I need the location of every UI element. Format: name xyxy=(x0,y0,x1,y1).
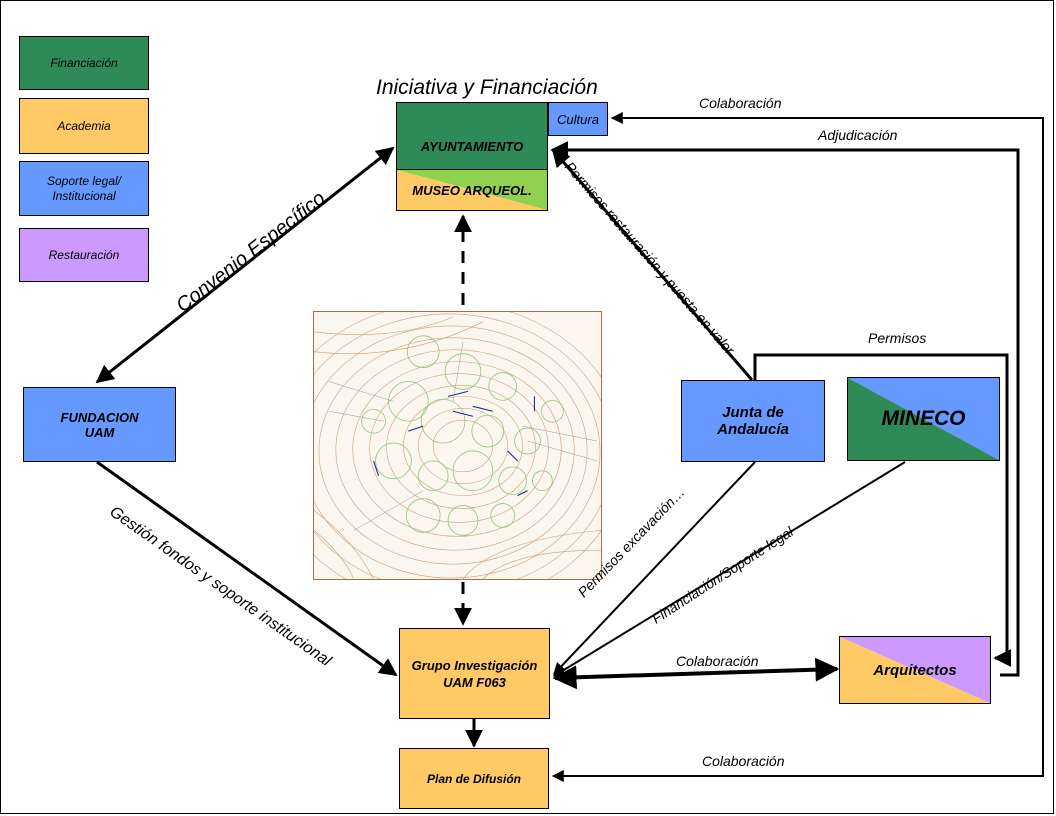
edge-financiacion-line xyxy=(552,461,906,677)
edge-permisos-line xyxy=(753,353,1012,667)
node-grupo: Grupo Investigación UAM F063 xyxy=(399,628,550,719)
node-arquitectos-label: Arquitectos xyxy=(873,661,957,679)
legend-academia: Academia xyxy=(19,98,149,154)
edge-adjudicacion-line xyxy=(550,141,1020,677)
node-museo: MUSEO ARQUEOL. xyxy=(396,169,548,211)
legend-financiacion: Financiación xyxy=(19,36,149,90)
edge-colaboracion-bottom-line xyxy=(551,770,1044,782)
edge-colaboracion-mid-line xyxy=(552,657,840,690)
label-adjudicacion: Adjudicación xyxy=(818,127,898,143)
node-cultura: Cultura xyxy=(548,102,608,136)
edge-permisos-excavacion-line xyxy=(553,461,756,675)
node-mineco: MINECO xyxy=(847,377,1000,461)
node-cultura-label: Cultura xyxy=(557,111,599,127)
node-plan-label: Plan de Difusión xyxy=(426,771,521,786)
node-museo-label: MUSEO ARQUEOL. xyxy=(412,182,532,198)
edge-colaboracion-top-line xyxy=(610,112,1044,773)
node-junta: Junta de Andalucía xyxy=(681,380,825,462)
label-permisos: Permisos xyxy=(868,330,927,346)
node-grupo-label: Grupo Investigación UAM F063 xyxy=(411,657,538,690)
node-arquitectos: Arquitectos xyxy=(839,636,991,704)
edge-gestion-line xyxy=(96,460,398,677)
node-fundacion-label: FUNDACION UAM xyxy=(60,409,139,440)
legend-financiacion-label: Financiación xyxy=(50,55,118,70)
arquitectos-split-fill xyxy=(840,637,990,703)
edge-permisos-restauracion-line xyxy=(551,148,754,381)
mineco-split-fill xyxy=(848,378,999,460)
label-colaboracion-top: Colaboración xyxy=(699,95,782,111)
label-colaboracion-bottom: Colaboración xyxy=(702,753,785,769)
museo-split-fill xyxy=(397,170,547,210)
edge-convenio-line xyxy=(95,146,395,384)
diagram-title: Iniciativa y Financiación xyxy=(376,76,598,99)
node-junta-label: Junta de Andalucía xyxy=(717,404,789,438)
node-plan: Plan de Difusión xyxy=(399,748,549,809)
node-ayuntamiento: AYUNTAMIENTO xyxy=(396,102,548,170)
legend-academia-label: Academia xyxy=(57,118,111,133)
node-mineco-label: MINECO xyxy=(881,407,966,430)
label-colaboracion-mid: Colaboración xyxy=(676,653,759,669)
node-fundacion: FUNDACION UAM xyxy=(23,387,176,462)
node-ayuntamiento-label: AYUNTAMIENTO xyxy=(420,138,524,154)
